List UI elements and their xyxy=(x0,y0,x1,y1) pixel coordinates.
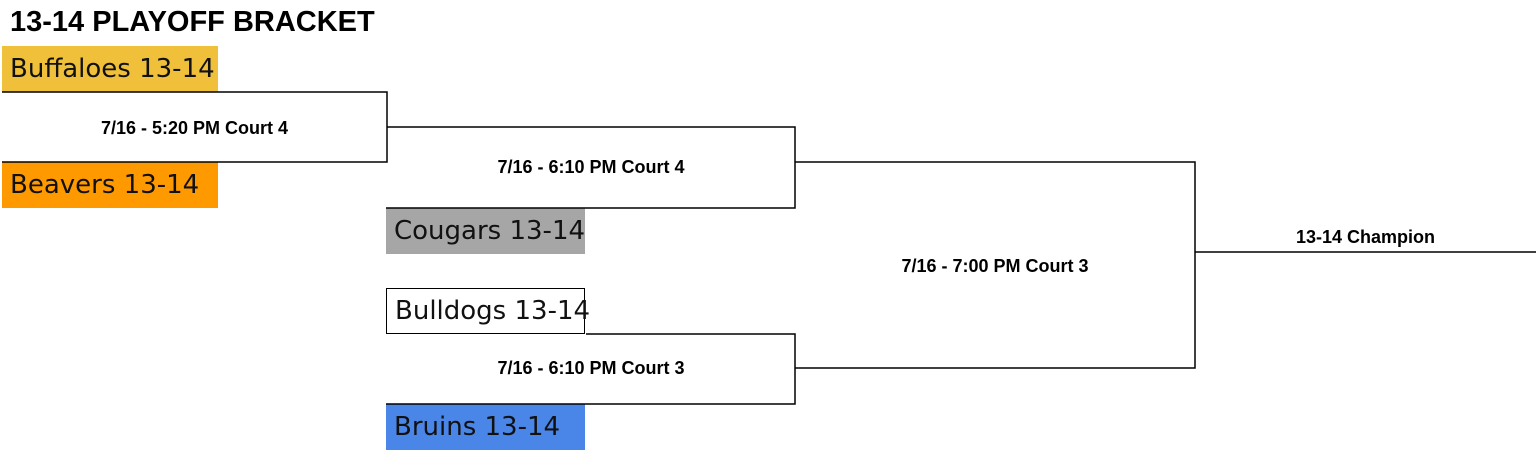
team-name-beavers: Beavers 13-14 xyxy=(10,170,200,200)
team-name-bulldogs: Bulldogs 13-14 xyxy=(395,296,591,326)
team-name-cougars: Cougars 13-14 xyxy=(394,216,586,246)
team-slot-bulldogs: Bulldogs 13-14 xyxy=(386,288,590,334)
team-name-buffaloes: Buffaloes 13-14 xyxy=(10,54,215,84)
bracket-line-semi-top xyxy=(386,126,796,209)
team-slot-bruins: Bruins 13-14 xyxy=(386,404,585,450)
team-slot-buffaloes: Buffaloes 13-14 xyxy=(2,46,218,92)
game-label-semi-top: 7/16 - 6:10 PM Court 4 xyxy=(497,157,685,177)
game-label-semi-bottom: 7/16 - 6:10 PM Court 3 xyxy=(497,358,685,378)
team-slot-cougars: Cougars 13-14 xyxy=(386,208,585,254)
game-label-round1: 7/16 - 5:20 PM Court 4 xyxy=(100,118,289,138)
game-label-final: 7/16 - 7:00 PM Court 3 xyxy=(901,256,1089,276)
team-name-bruins: Bruins 13-14 xyxy=(394,412,561,442)
bracket-line-semi-bottom xyxy=(386,333,796,405)
champion-label: 13-14 Champion xyxy=(1295,227,1436,247)
page-title: 13-14 PLAYOFF BRACKET xyxy=(10,6,375,38)
bracket-line-final xyxy=(795,161,1196,369)
team-slot-beavers: Beavers 13-14 xyxy=(2,162,218,208)
